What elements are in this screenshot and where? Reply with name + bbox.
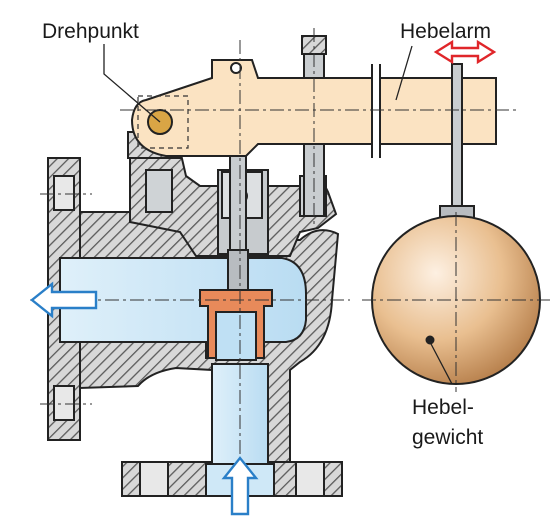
label-pivot: Drehpunkt	[42, 20, 139, 43]
leader-pivot	[103, 44, 161, 123]
bonnet-nut-left	[145, 169, 173, 213]
left-flange-bolt-top	[53, 175, 75, 211]
arrow-up-icon	[221, 456, 259, 516]
lever-break-gap	[373, 64, 379, 158]
lever-top-hole	[230, 62, 242, 74]
bottom-flange-bolt-right	[295, 461, 325, 497]
hanger-rod	[451, 63, 463, 217]
weight-pointer-dot	[425, 335, 435, 345]
valve-plug	[215, 311, 257, 361]
pivot-dashed-box	[137, 95, 189, 149]
double-arrow-horizontal-icon	[433, 39, 497, 65]
leader-lever-arm	[395, 45, 413, 101]
valve-seat	[199, 289, 273, 361]
bonnet	[129, 131, 338, 293]
arrow-left-icon	[30, 281, 98, 319]
label-weight-line2: gewicht	[412, 426, 483, 449]
leader-weight	[429, 341, 453, 385]
leader-lines	[103, 44, 453, 385]
label-lever-arm: Hebelarm	[400, 20, 491, 43]
left-flange-bolt-bottom	[53, 385, 75, 421]
stem-lower	[227, 249, 249, 293]
bottom-flange-bolt-left	[139, 461, 169, 497]
label-weight-line1: Hebel-	[412, 396, 474, 419]
